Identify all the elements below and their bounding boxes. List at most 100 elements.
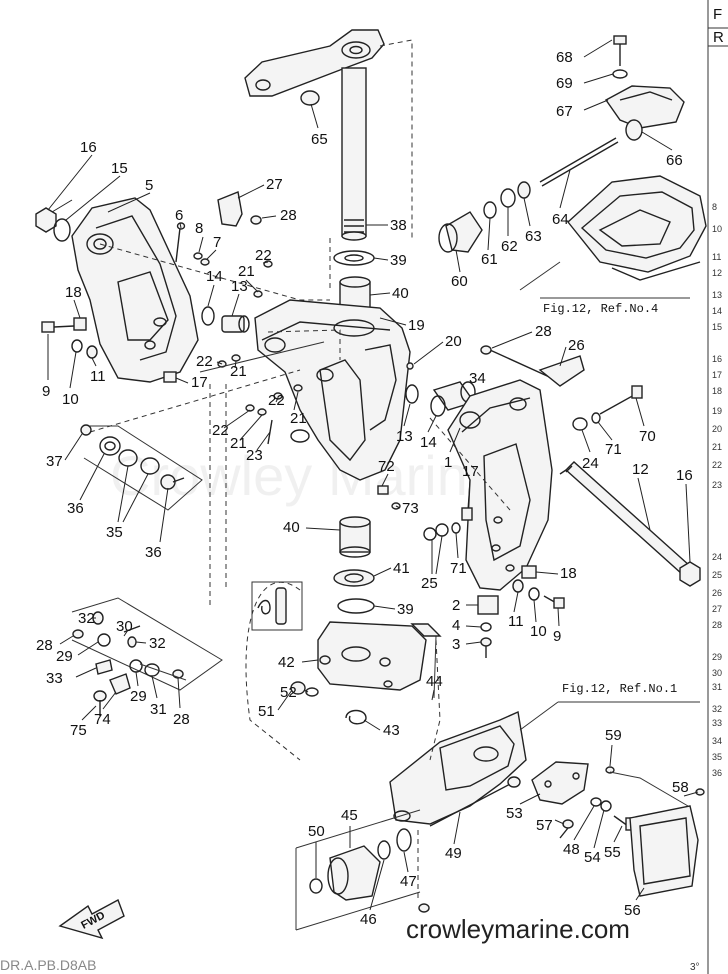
side-number: 20 (712, 424, 722, 434)
washer-15 (53, 218, 71, 242)
callout-21-a: 21 (238, 263, 255, 280)
callout-8: 8 (195, 220, 203, 237)
callout-14-right: 14 (420, 434, 437, 451)
callout-51: 51 (258, 703, 275, 720)
callout-15: 15 (111, 160, 128, 177)
side-number: 23 (712, 480, 722, 490)
callout-49: 49 (445, 845, 462, 862)
nut-28-left (72, 629, 84, 639)
washer-14-left (201, 306, 215, 326)
steering-arm (244, 29, 385, 241)
bolt-68 (613, 35, 627, 66)
callout-22-d: 22 (212, 422, 229, 439)
side-number: 31 (712, 682, 722, 692)
callout-22-a: 22 (255, 247, 272, 264)
callout-59: 59 (605, 727, 622, 744)
nipple-22-d (245, 404, 255, 412)
washer-46-ring (377, 840, 391, 860)
callout-27: 27 (266, 176, 283, 193)
callout-32-left: 32 (78, 610, 95, 627)
screw-36-b (160, 474, 185, 490)
grease-20 (406, 362, 414, 370)
mount-cover-67 (604, 85, 685, 129)
spacer-13-left (221, 315, 250, 333)
callout-14-left: 14 (206, 268, 223, 285)
bottom-code-left: DR.A.PB.D8AB (0, 957, 96, 973)
mount-45 (327, 845, 381, 901)
callout-9-left: 9 (42, 383, 50, 400)
callout-44: 44 (426, 673, 443, 690)
washer-47 (396, 828, 412, 852)
side-number: 21 (712, 442, 722, 452)
nut-7 (200, 258, 210, 266)
bolt-3 (480, 637, 492, 658)
collar-32-b (127, 636, 137, 648)
screw-58 (695, 788, 705, 796)
callout-50: 50 (308, 823, 325, 840)
clamp-bracket-right (447, 379, 553, 591)
callout-43: 43 (383, 722, 400, 739)
bushing-36-a (99, 436, 121, 456)
side-number: 36 (712, 768, 722, 778)
callout-12: 12 (632, 461, 649, 478)
callout-38: 38 (390, 217, 407, 234)
side-number: 24 (712, 552, 722, 562)
side-number: 22 (712, 460, 722, 470)
pin-detail-box (251, 581, 303, 631)
callout-28-right: 28 (173, 711, 190, 728)
nut-51 (290, 681, 306, 695)
nut-11-left (86, 345, 98, 359)
callout-40-bottom: 40 (283, 519, 300, 536)
drop-guides (209, 384, 227, 606)
nipple-21-c (293, 384, 303, 392)
side-number: 25 (712, 570, 722, 580)
callout-64: 64 (552, 211, 569, 228)
side-top-f: F (713, 6, 722, 23)
side-number: 13 (712, 290, 722, 300)
bushing-18-left (73, 317, 87, 331)
callout-21-c: 21 (290, 410, 307, 427)
callout-68: 68 (556, 49, 573, 66)
fwd-arrow-icon: FWD (58, 899, 125, 940)
side-number: 19 (712, 406, 722, 416)
grommet-29-a (97, 633, 111, 647)
clip-33 (95, 659, 113, 675)
side-number: 15 (712, 322, 722, 332)
callout-65: 65 (311, 131, 328, 148)
side-number: 8 (712, 202, 717, 212)
callout-36-a: 36 (67, 500, 84, 517)
callout-13-right: 13 (396, 428, 413, 445)
callout-39-bottom: 39 (397, 601, 414, 618)
callout-45: 45 (341, 807, 358, 824)
washer-4 (480, 622, 492, 632)
side-number: 29 (712, 652, 722, 662)
rod-28 (139, 663, 187, 681)
callout-29-right: 29 (130, 688, 147, 705)
washer-52 (305, 687, 319, 697)
right-bracket-guide (429, 417, 511, 511)
callout-37: 37 (46, 453, 63, 470)
callout-52: 52 (280, 684, 297, 701)
washer-54 (600, 800, 612, 812)
nut-65 (300, 90, 320, 106)
curve-guide (245, 581, 301, 761)
callout-17-left: 17 (191, 374, 208, 391)
mount-45-box (295, 809, 421, 931)
bushing-35-b (140, 457, 160, 475)
callout-32-right: 32 (149, 635, 166, 652)
callout-28-top: 28 (280, 207, 297, 224)
callout-29-left: 29 (56, 648, 73, 665)
nipple-21-d (257, 408, 267, 416)
side-number: 11 (712, 252, 721, 262)
callout-30: 30 (116, 618, 133, 635)
callout-9-right: 9 (553, 628, 561, 645)
washer-39-top (333, 250, 375, 266)
callout-5: 5 (145, 177, 153, 194)
callout-28-mid: 28 (535, 323, 552, 340)
watermark-text: crowleymarine.com (406, 914, 630, 944)
side-number: 33 (712, 718, 722, 728)
clamp-bracket-left (71, 197, 199, 383)
washer-24 (572, 417, 588, 431)
callout-72: 72 (378, 458, 395, 475)
callout-10-right: 10 (530, 623, 547, 640)
